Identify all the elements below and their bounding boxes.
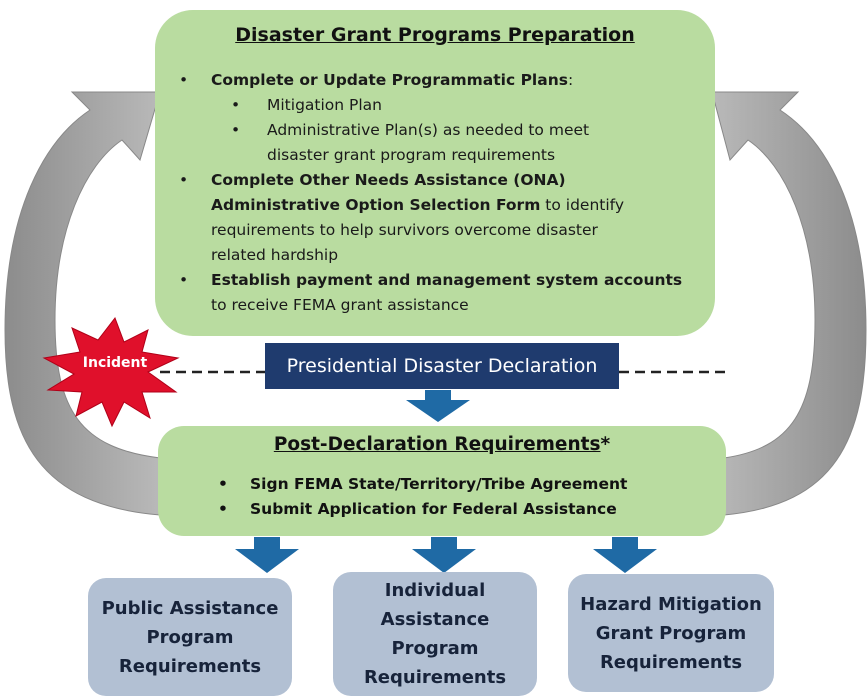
incident-label: Incident (82, 355, 148, 371)
down-arrow-hazard-mitigation (593, 537, 657, 573)
individual-assistance-label: Individual Assistance Program Requiremen… (364, 576, 506, 692)
hazard-mitigation-line3: Requirements (599, 651, 743, 673)
bullet-payment-accounts: Establish payment and management system … (155, 268, 715, 318)
cycle-arrow-right (711, 91, 867, 516)
bullet-payment-accounts-line2: to receive FEMA grant assistance (211, 296, 469, 314)
bullet-programmatic-plans: Complete or Update Programmatic Plans: (155, 68, 715, 93)
bullet-programmatic-plans-bold: Complete or Update Programmatic Plans (211, 71, 568, 89)
post-item-application: Submit Application for Federal Assistanc… (158, 497, 726, 522)
individual-assistance-line2: Assistance (380, 609, 490, 630)
public-assistance-line1: Public Assistance (101, 597, 279, 619)
post-declaration-title-text: Post-Declaration Requirements (273, 434, 601, 455)
down-arrow-public-assistance (235, 537, 299, 573)
incident-starburst (42, 316, 180, 428)
sub-bullet-administrative-plans: Administrative Plan(s) as needed to meet… (155, 118, 715, 168)
public-assistance-box: Public Assistance Program Requirements (88, 578, 292, 696)
post-declaration-box: Post-Declaration Requirements* Sign FEMA… (158, 426, 726, 536)
preparation-bullet-list: Complete or Update Programmatic Plans: M… (155, 68, 715, 318)
post-declaration-title: Post-Declaration Requirements* (158, 434, 726, 455)
bullet-ona-form-line3: requirements to help survivors overcome … (211, 221, 598, 239)
bullet-ona-form-line4: related hardship (211, 246, 339, 264)
bullet-ona-form-line1: Complete Other Needs Assistance (ONA) (211, 171, 566, 189)
individual-assistance-line1: Individual (384, 580, 486, 601)
individual-assistance-box: Individual Assistance Program Requiremen… (333, 572, 537, 696)
hazard-mitigation-label: Hazard Mitigation Grant Program Requirem… (580, 590, 762, 677)
public-assistance-line2: Program (146, 626, 234, 648)
preparation-title: Disaster Grant Programs Preparation (235, 24, 635, 46)
public-assistance-line3: Requirements (118, 655, 262, 677)
bullet-programmatic-plans-colon: : (567, 71, 574, 89)
preparation-box: Disaster Grant Programs Preparation Comp… (155, 10, 715, 336)
sub-bullet-mitigation-plan: Mitigation Plan (155, 93, 715, 118)
individual-assistance-line3: Program (391, 638, 479, 659)
sub-bullet-administrative-plans-line1: Administrative Plan(s) as needed to meet (267, 121, 590, 139)
down-arrow-individual-assistance (412, 537, 476, 573)
hazard-mitigation-box: Hazard Mitigation Grant Program Requirem… (568, 574, 774, 692)
hazard-mitigation-line2: Grant Program (595, 622, 747, 644)
post-declaration-list: Sign FEMA State/Territory/Tribe Agreemen… (158, 472, 726, 522)
public-assistance-label: Public Assistance Program Requirements (102, 594, 279, 681)
bullet-payment-accounts-bold: Establish payment and management system … (211, 271, 683, 289)
cycle-arrow-left (4, 91, 161, 516)
hazard-mitigation-line1: Hazard Mitigation (580, 593, 762, 615)
down-arrow-declaration (406, 390, 470, 422)
bullet-ona-form-line2-bold: Administrative Option Selection Form (211, 196, 541, 214)
post-declaration-asterisk: * (600, 434, 611, 455)
individual-assistance-line4: Requirements (363, 667, 507, 688)
bullet-ona-form: Complete Other Needs Assistance (ONA) Adm… (155, 168, 715, 268)
bullet-ona-form-line2-tail: to identify (540, 196, 625, 214)
presidential-declaration-banner: Presidential Disaster Declaration (265, 343, 619, 389)
post-item-agreement: Sign FEMA State/Territory/Tribe Agreemen… (158, 472, 726, 497)
sub-bullet-administrative-plans-line2: disaster grant program requirements (267, 146, 556, 164)
